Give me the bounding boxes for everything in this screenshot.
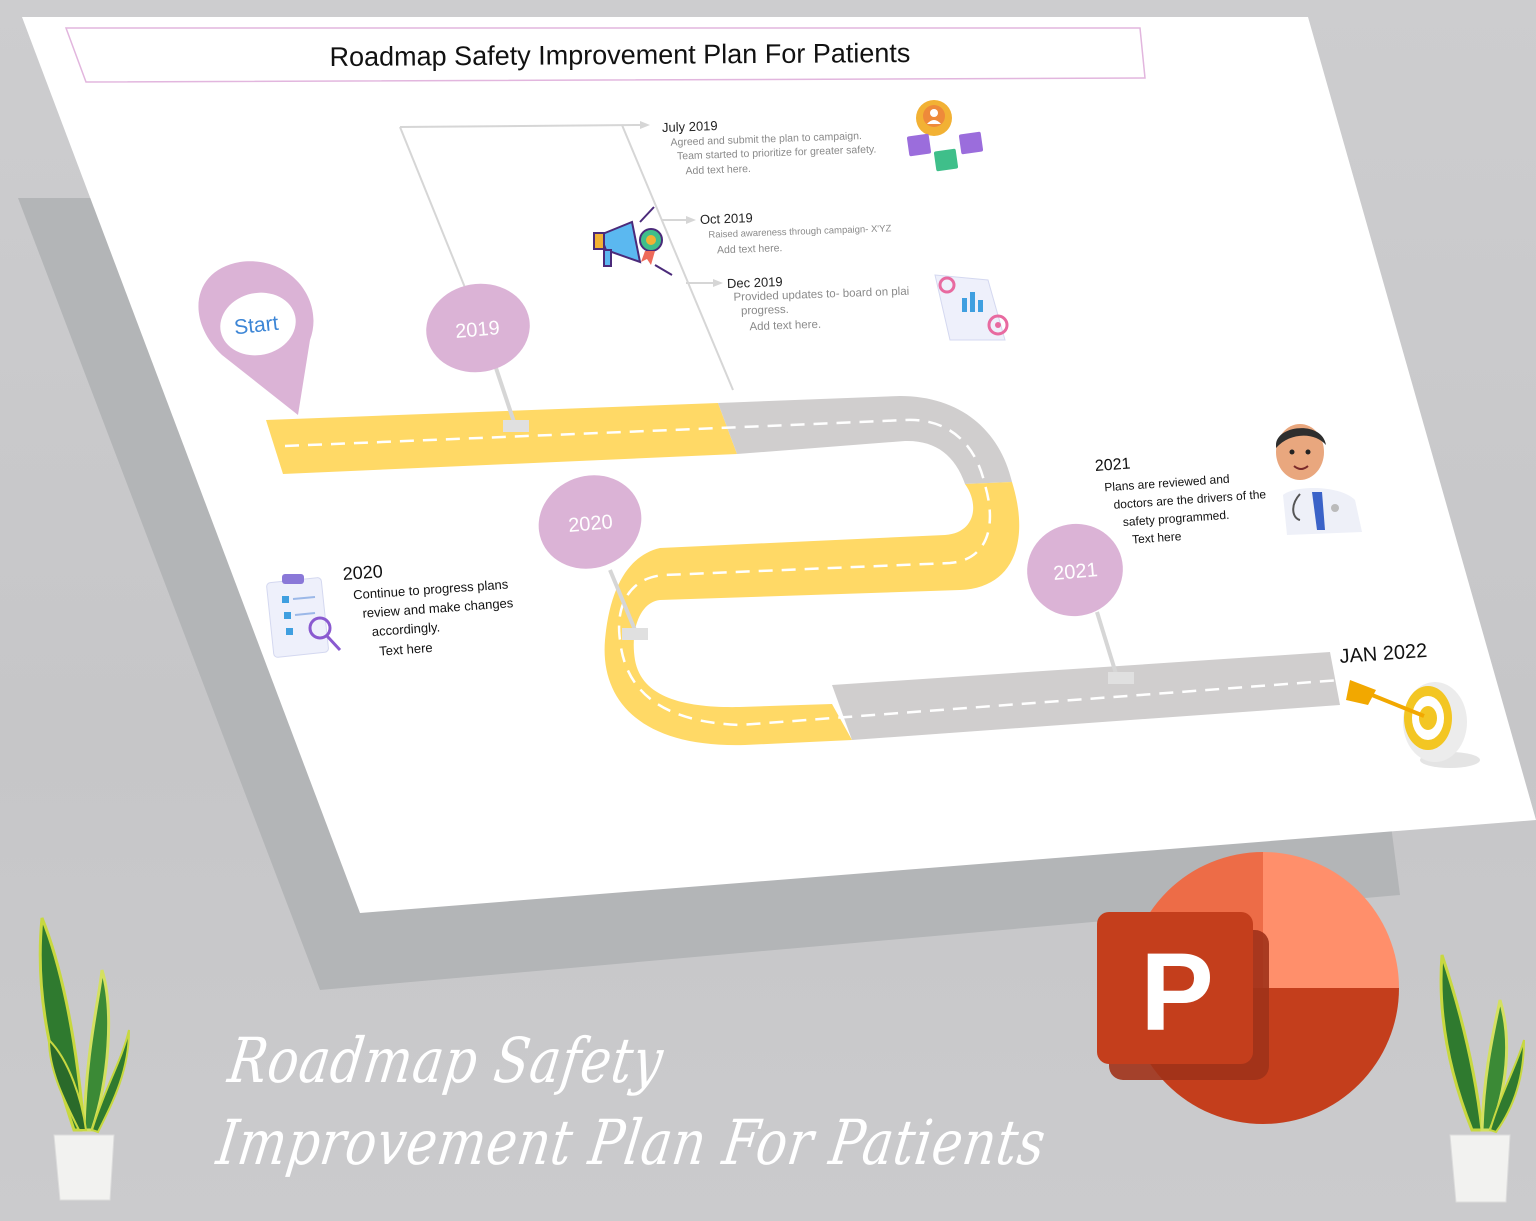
caption-line-1: Roadmap Safety — [224, 1024, 669, 1097]
start-label: Start — [233, 312, 280, 340]
svg-text:accordingly.: accordingly. — [371, 619, 440, 639]
dart-target-icon — [1346, 680, 1480, 768]
caption: Roadmap Safety Improvement Plan For Pati… — [212, 1020, 1051, 1184]
powerpoint-logo-icon: P — [1097, 852, 1399, 1124]
svg-text:Add text here.: Add text here. — [749, 319, 821, 333]
timeline-connectors — [399, 121, 734, 391]
svg-text:2020: 2020 — [342, 561, 383, 584]
milestone-2019[interactable]: 2019 — [419, 276, 537, 432]
plant-left-icon — [38, 917, 130, 1201]
milestone-year: 2020 — [567, 511, 613, 537]
caption-line-2: Improvement Plan For Patients — [212, 1106, 1051, 1179]
clipboard-search-icon — [266, 574, 342, 658]
svg-text:Oct 2019: Oct 2019 — [700, 210, 753, 227]
team-network-icon — [906, 100, 984, 172]
svg-text:Dec 2019: Dec 2019 — [727, 274, 783, 291]
svg-text:Text here: Text here — [379, 640, 433, 659]
start-pin[interactable]: Start — [198, 261, 314, 415]
svg-text:July 2019: July 2019 — [662, 118, 718, 135]
road — [266, 396, 1341, 746]
megaphone-badge-icon — [593, 206, 673, 276]
logo-letter: P — [1140, 931, 1213, 1054]
svg-text:2021: 2021 — [1094, 456, 1131, 475]
doctor-avatar-icon — [1276, 424, 1362, 535]
slide-title: Roadmap Safety Improvement Plan For Pati… — [329, 38, 910, 72]
svg-text:progress.: progress. — [741, 304, 789, 318]
milestone-year: 2019 — [454, 317, 500, 343]
report-target-icon — [934, 274, 1009, 341]
svg-text:Add text here.: Add text here. — [717, 242, 783, 256]
milestone-2020[interactable]: 2020 — [525, 461, 654, 640]
plant-right-icon — [1439, 954, 1525, 1203]
svg-text:Text here: Text here — [1132, 529, 1183, 546]
milestone-2021[interactable]: 2021 — [1017, 513, 1134, 684]
milestone-year: 2021 — [1052, 559, 1098, 585]
title-box: Roadmap Safety Improvement Plan For Pati… — [64, 27, 1146, 83]
svg-text:Add text here.: Add text here. — [685, 163, 751, 177]
